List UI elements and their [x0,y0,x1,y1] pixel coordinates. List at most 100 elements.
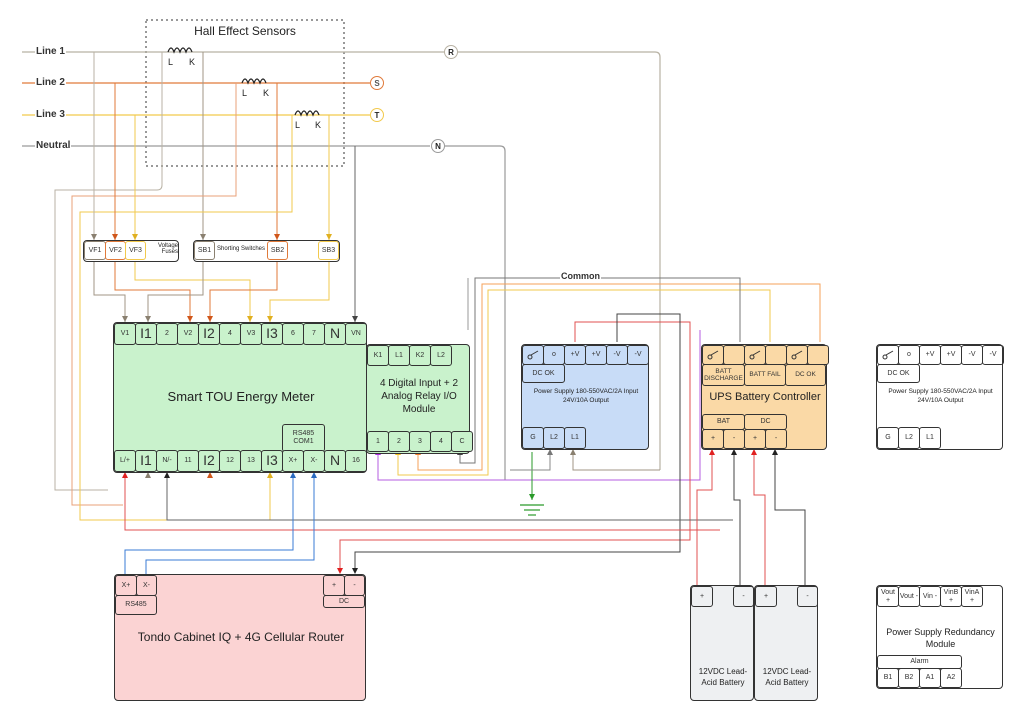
meter-top-terminal-7[interactable]: I3 [261,323,283,345]
battery-1-plus[interactable]: + [691,586,713,607]
coil-3-l: L [295,120,301,130]
meter-bottom-terminal-5[interactable]: 12 [219,450,241,472]
ups-dc-label: DC [744,414,787,430]
meter-top-terminal-0[interactable]: V1 [114,323,136,345]
battery-2-minus[interactable]: - [797,586,818,607]
redundancy-top-terminal-0[interactable]: Vout + [877,586,899,607]
alarm-label: Alarm [877,655,962,669]
redundancy-top-terminal-2[interactable]: Vin - [919,586,941,607]
ups-bottom-terminal-3[interactable]: - [765,429,787,449]
ps2-top-terminal-4[interactable]: -V [961,345,983,365]
io-top-terminal-0[interactable]: K1 [367,345,389,366]
ups-bottom-terminal-0[interactable]: + [702,429,724,449]
meter-top-terminal-1[interactable]: I1 [135,323,157,345]
meter-bottom-terminal-2[interactable]: N/- [156,450,178,472]
ps2-top-terminal-2[interactable]: +V [919,345,941,365]
io-bottom-terminal-2[interactable]: 3 [409,431,431,452]
ps2-bottom-terminal-2[interactable]: L1 [919,427,941,449]
meter-bottom-terminal-3[interactable]: 11 [177,450,199,472]
coil-2-k: K [263,88,270,98]
router-x-minus[interactable]: X- [136,575,157,596]
ps1-top-terminal-4[interactable]: -V [606,345,628,365]
meter-bottom-terminal-0[interactable]: L/+ [114,450,136,472]
meter-top-terminal-3[interactable]: V2 [177,323,199,345]
terminal-r: R [444,45,458,59]
ps1-dc-ok-label: DC OK [522,364,565,383]
battery-2-plus[interactable]: + [755,586,777,607]
io-top-terminal-2[interactable]: K2 [409,345,431,366]
battery-1-minus[interactable]: - [733,586,754,607]
ups-relay-terminal-1[interactable] [723,345,745,365]
redundancy-top-terminal-1[interactable]: Vout - [898,586,920,607]
meter-bottom-terminal-8[interactable]: X+ [282,450,304,472]
ups-relay-terminal-0[interactable] [702,345,724,365]
io-top-terminal-3[interactable]: L2 [430,345,452,366]
io-bottom-terminal-4[interactable]: C [451,431,473,452]
router-dc-minus[interactable]: - [344,575,365,596]
ps1-title: Power Supply 180-550VAC/2A Input 24V/10A… [533,388,639,405]
relay-dc-ok: DC OK [785,364,826,386]
ps1-top-terminal-2[interactable]: +V [564,345,586,365]
io-bottom-terminal-0[interactable]: 1 [367,431,389,452]
ps2-top-terminal-1[interactable]: o [898,345,920,365]
alarm-terminal-2[interactable]: A1 [919,668,941,688]
relay-batt-discharge: BATT DISCHARGE [702,364,745,386]
meter-top-terminal-10[interactable]: N [324,323,346,345]
ps2-bottom-terminal-0[interactable]: G [877,427,899,449]
redundancy-top-terminal-3[interactable]: VinB + [940,586,962,607]
ps2-top-terminal-0[interactable] [877,345,899,365]
router-dc-plus[interactable]: + [323,575,345,596]
ups-relay-terminal-5[interactable] [807,345,829,365]
terminal-n: N [431,139,445,153]
alarm-terminal-3[interactable]: A2 [940,668,962,688]
router-rs485-label: RS485 [115,595,157,615]
ups-relay-terminal-4[interactable] [786,345,808,365]
router-x-plus[interactable]: X+ [115,575,137,596]
ps2-top-terminal-3[interactable]: +V [940,345,962,365]
ps1-bottom-terminal-1[interactable]: L2 [543,427,565,449]
ps1-top-terminal-0[interactable] [522,345,544,365]
terminal-s: S [370,76,384,90]
ps1-top-terminal-3[interactable]: +V [585,345,607,365]
meter-bottom-terminal-10[interactable]: N [324,450,346,472]
coil-3-k: K [315,120,322,130]
alarm-terminal-1[interactable]: B2 [898,668,920,688]
line-2-label: Line 2 [35,77,66,88]
meter-top-terminal-6[interactable]: V3 [240,323,262,345]
ps1-bottom-terminal-2[interactable]: L1 [564,427,586,449]
alarm-terminal-0[interactable]: B1 [877,668,899,688]
ups-relay-terminal-3[interactable] [765,345,787,365]
redundancy-top-terminal-4[interactable]: VinA + [961,586,983,607]
ups-bottom-terminal-2[interactable]: + [744,429,766,449]
meter-bottom-terminal-7[interactable]: I3 [261,450,283,472]
coil-2 [241,78,267,85]
meter-bottom-terminal-9[interactable]: X- [303,450,325,472]
meter-top-terminal-11[interactable]: VN [345,323,367,345]
meter-top-terminal-2[interactable]: 2 [156,323,178,345]
meter-bottom-terminal-11[interactable]: 16 [345,450,367,472]
meter-top-terminal-4[interactable]: I2 [198,323,220,345]
switch-sb3: SB3 [318,241,339,260]
redundancy-module: Vout +Vout -Vin -VinB +VinA + Power Supp… [876,585,1003,689]
coil-1-l: L [168,57,174,67]
ps1-top-terminal-1[interactable]: o [543,345,565,365]
meter-bottom-terminal-1[interactable]: I1 [135,450,157,472]
coil-1 [167,47,193,54]
ps1-top-terminal-5[interactable]: -V [627,345,649,365]
meter-top-terminal-5[interactable]: 4 [219,323,241,345]
ps2-top-terminal-5[interactable]: -V [982,345,1004,365]
meter-bottom-terminal-4[interactable]: I2 [198,450,220,472]
io-bottom-terminal-1[interactable]: 2 [388,431,410,452]
battery-1: + - 12VDC Lead-Acid Battery [690,585,754,701]
ups-bottom-terminal-1[interactable]: - [723,429,745,449]
ps2-bottom-terminal-1[interactable]: L2 [898,427,920,449]
ps1-bottom-terminal-0[interactable]: G [522,427,544,449]
io-bottom-terminal-3[interactable]: 4 [430,431,452,452]
io-top-terminal-1[interactable]: L1 [388,345,410,366]
meter-bottom-terminal-6[interactable]: 13 [240,450,262,472]
meter-top-terminal-9[interactable]: 7 [303,323,325,345]
ups-title: UPS Battery Controller [709,391,821,403]
meter-top-terminal-8[interactable]: 6 [282,323,304,345]
ups-relay-terminal-2[interactable] [744,345,766,365]
